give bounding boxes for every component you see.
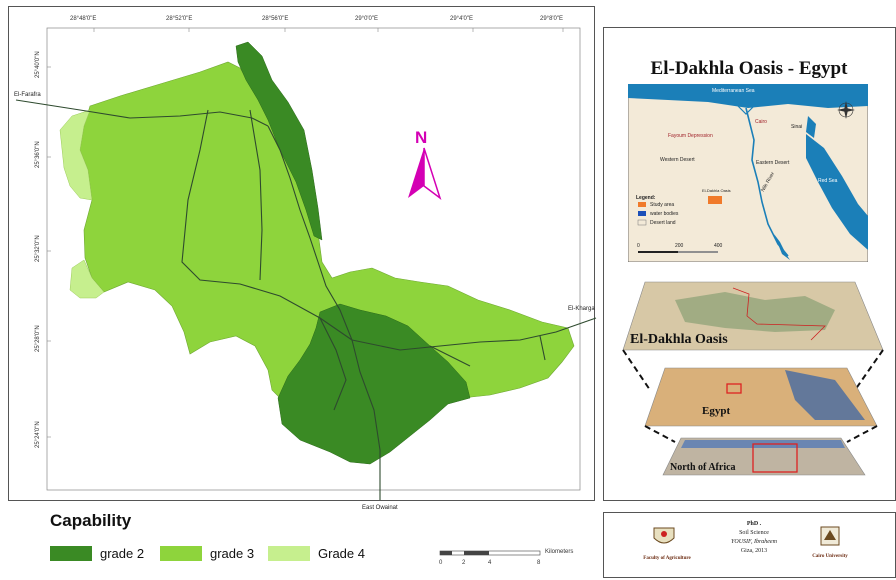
top-tick-4: 29°0'0"E: [355, 16, 379, 22]
footer-panel: [603, 512, 896, 578]
red-sea: [806, 134, 868, 250]
north-label: N: [415, 128, 428, 147]
cairo-university-logo-icon: [820, 526, 840, 546]
grade4-zone-west: [59, 109, 93, 201]
footer-field: Soil Science: [739, 530, 769, 536]
footer-place-year: Giza, 2013: [740, 548, 768, 554]
faculty-logo-caption: Faculty of Agriculture: [643, 556, 691, 561]
grade2-zone-south: [277, 303, 471, 465]
scale-tick-0: 0: [439, 560, 443, 566]
legend-label-grade2: grade 2: [100, 545, 145, 561]
scale-unit: Kilometers: [545, 549, 574, 555]
top-tick-2: 28°52'0"E: [166, 16, 193, 22]
footer-degree: PhD .: [746, 521, 762, 527]
scale-bar: [439, 550, 541, 556]
grade2-zone-north: [235, 41, 323, 241]
road-main: [267, 125, 381, 500]
layer-label-north-africa: North of Africa: [670, 462, 736, 473]
lake-nasser: [774, 234, 790, 260]
road-west-loop: [181, 109, 353, 341]
legend-swatch-grade4: [268, 545, 310, 561]
legend-item-grade4: Grade 4: [268, 545, 365, 561]
inset-label-western-desert: Western Desert: [660, 157, 695, 163]
inset-label-sinai: Sinai: [791, 124, 803, 130]
legend-swatch-grade2: [50, 545, 92, 561]
inset-label-red-sea: Red Sea: [818, 178, 838, 184]
legend-item-grade3: grade 3: [160, 545, 254, 561]
layer-label-egypt: Egypt: [702, 405, 731, 417]
road-south: [319, 317, 347, 411]
layer-stack: [622, 281, 884, 476]
label-el-kharga: El-Kharga: [568, 306, 595, 312]
top-tick-6: 29°8'0"E: [540, 16, 564, 22]
inset-label-fayoum: Fayoum Depression: [668, 133, 713, 139]
inset-scale-0: 0: [637, 243, 640, 249]
study-area-marker: [708, 196, 722, 204]
layer-label-el-dakhla: El-Dakhla Oasis: [630, 332, 728, 347]
scale-tick-8: 8: [537, 560, 541, 566]
mediterranean-sea: [628, 84, 868, 108]
inset-legend-water: water bodies: [650, 211, 679, 217]
label-east-owainat: East Owainat: [362, 505, 398, 511]
road-farafra: [15, 99, 269, 127]
nile-delta: [735, 103, 757, 115]
legend-swatch-grade3: [160, 545, 202, 561]
top-tick-1: 28°48'0"E: [70, 16, 97, 22]
inset-scale-200: 200: [675, 243, 684, 249]
cairo-university-caption: Cairo University: [812, 554, 848, 559]
inset-legend-desert: Desert land: [650, 220, 676, 226]
legend-label-grade4: Grade 4: [318, 545, 365, 561]
inset-label-study-area: El-Dakhla Oasis: [702, 188, 731, 193]
legend-label-grade3: grade 3: [210, 545, 255, 561]
legend-item-grade2: grade 2: [50, 545, 144, 561]
panel-title: El-Dakhla Oasis - Egypt: [650, 58, 848, 79]
north-arrow-icon: [408, 147, 442, 201]
inset-label-mediterranean: Mediterranean Sea: [712, 88, 755, 94]
scale-tick-4: 4: [488, 560, 492, 566]
capability-map: [15, 27, 597, 500]
road-east-2: [429, 345, 471, 367]
nile-river: [745, 107, 789, 257]
egypt-inset-map: [628, 84, 868, 262]
legend-title: Capability: [50, 511, 132, 530]
road-east: [351, 317, 597, 351]
inset-label-cairo: Cairo: [755, 119, 767, 125]
inset-legend-title: Legend:: [636, 195, 656, 201]
inset-scale-400: 400: [714, 243, 723, 249]
grade4-zone-southwest: [69, 259, 105, 299]
road-spur: [539, 335, 546, 361]
inset-legend-study-area: Study area: [650, 202, 675, 208]
sinai-gulf: [806, 116, 816, 138]
top-tick-5: 29°4'0"E: [450, 16, 474, 22]
scale-tick-2: 2: [462, 560, 466, 566]
top-tick-3: 28°56'0"E: [262, 16, 289, 22]
inset-label-eastern-desert: Eastern Desert: [756, 160, 790, 166]
footer-author: YOUSIF, Ibraheem: [731, 539, 777, 545]
faculty-logo-icon: [653, 527, 675, 544]
road-west-2: [249, 109, 263, 281]
label-el-farafra: El-Farafra: [14, 92, 41, 98]
